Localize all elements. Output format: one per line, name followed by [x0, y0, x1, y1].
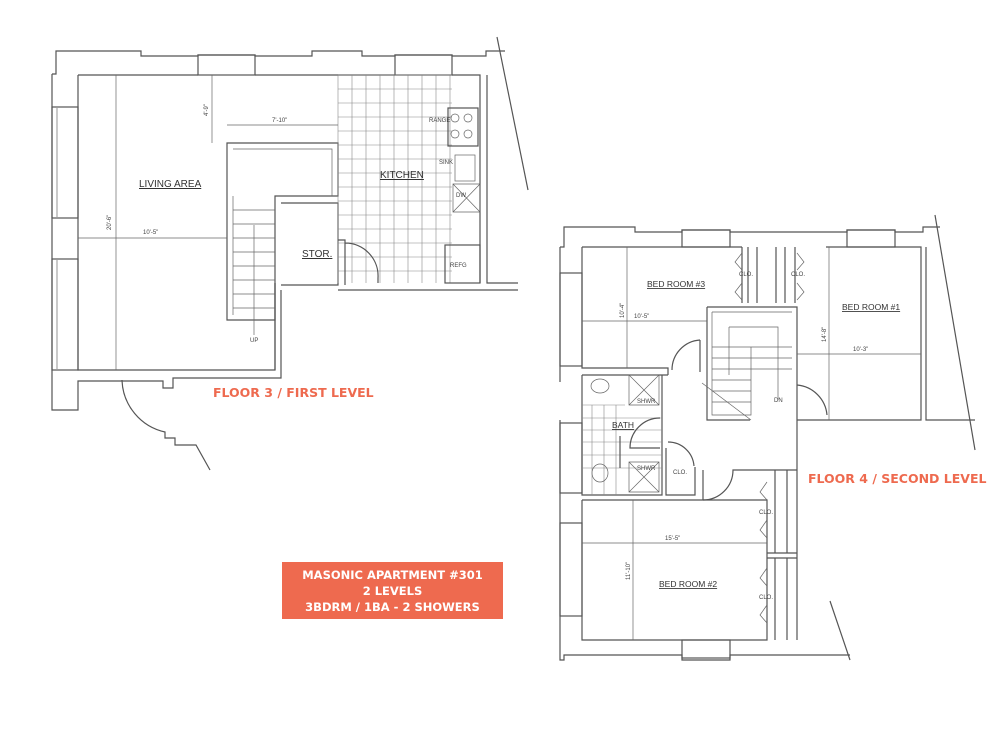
fixture-refg: REFG [450, 263, 467, 269]
closet-label: CLO. [759, 595, 773, 601]
room-bed3: BED ROOM #3 [647, 279, 705, 289]
apartment-levels: 2 LEVELS [362, 583, 423, 598]
floor4-title: FLOOR 4 / SECOND LEVEL [808, 471, 987, 486]
apartment-layout: 3BDRM / 1BA - 2 SHOWERS [305, 599, 480, 614]
dim-alcove-depth: 4'-9" [204, 104, 210, 116]
fixture-range: RANGE [429, 118, 450, 124]
dim-bed2-width: 15'-5" [665, 536, 680, 542]
dim-bed2-height: 11'-10" [626, 562, 632, 580]
room-kitchen: KITCHEN [380, 170, 424, 181]
fixture-sink: SINK [439, 160, 453, 166]
apartment-info-box: MASONIC APARTMENT #301 2 LEVELS 3BDRM / … [282, 562, 503, 619]
fixture-dw: DW [456, 193, 466, 199]
room-living-area: LIVING AREA [139, 179, 202, 190]
closet-label: CLO. [791, 272, 805, 278]
room-storage: STOR. [302, 249, 332, 260]
dim-alcove-width: 7'-10" [272, 118, 287, 124]
closet-label: CLO. [739, 272, 753, 278]
closet-label: CLO. [759, 510, 773, 516]
shower-label: SHWR [637, 399, 656, 405]
apartment-name: MASONIC APARTMENT #301 [302, 567, 483, 582]
room-bed1: BED ROOM #1 [842, 302, 900, 312]
room-bed2: BED ROOM #2 [659, 579, 717, 589]
room-bath: BATH [612, 420, 634, 430]
floor3-plan: 20'-6" 10'-5" 4'-9" 7'-10" LIVING AREA K… [51, 36, 529, 471]
shower-label: SHWR [637, 466, 656, 472]
dim-living-width: 10'-5" [143, 230, 158, 236]
stair-up: UP [250, 338, 258, 344]
dim-living-height: 20'-6" [107, 215, 113, 230]
stair-down: DN [774, 398, 783, 404]
floor4-plan: 10'-4" 10'-5" 14'-8" 10'-3" 15'-5" 11'-1… [559, 214, 987, 661]
dim-bed1-height: 14'-8" [822, 327, 828, 342]
dim-bed3-height: 10'-4" [620, 303, 626, 318]
dim-bed3-width: 10'-5" [634, 314, 649, 320]
floor3-title: FLOOR 3 / FIRST LEVEL [213, 385, 374, 400]
dim-bed1-width: 10'-3" [853, 347, 868, 353]
closet-label: CLO. [673, 470, 687, 476]
